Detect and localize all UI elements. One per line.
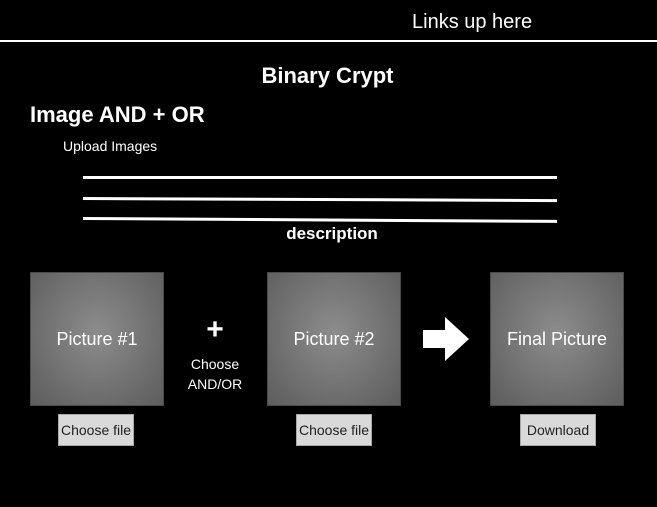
page-heading: Image AND + OR xyxy=(30,102,205,127)
description-line-2 xyxy=(82,197,558,203)
description-label: description xyxy=(286,224,378,243)
choose-file-button-1[interactable]: Choose file xyxy=(58,414,134,446)
picture-2-label: Picture #2 xyxy=(293,329,375,349)
description-line-3 xyxy=(82,217,558,223)
header-links-text[interactable]: Links up here xyxy=(412,11,533,33)
description-line-1 xyxy=(83,176,557,179)
operation-label-line-2: AND/OR xyxy=(187,376,243,392)
right-arrow-icon xyxy=(423,316,469,362)
final-picture-preview: Final Picture xyxy=(490,272,624,406)
choose-operation-label[interactable]: Choose AND/OR xyxy=(175,354,255,394)
operation-label-line-1: Choose xyxy=(190,356,240,372)
choose-file-button-2[interactable]: Choose file xyxy=(296,414,372,446)
picture-1-preview: Picture #1 xyxy=(30,272,164,406)
site-title: Binary Crypt xyxy=(261,63,394,88)
picture-1-label: Picture #1 xyxy=(56,329,138,349)
picture-2-preview: Picture #2 xyxy=(267,272,401,406)
final-picture-label: Final Picture xyxy=(506,329,608,349)
plus-icon: + xyxy=(206,313,224,346)
upload-images-label: Upload Images xyxy=(63,138,158,154)
download-button[interactable]: Download xyxy=(520,414,596,446)
header-divider xyxy=(0,40,657,42)
